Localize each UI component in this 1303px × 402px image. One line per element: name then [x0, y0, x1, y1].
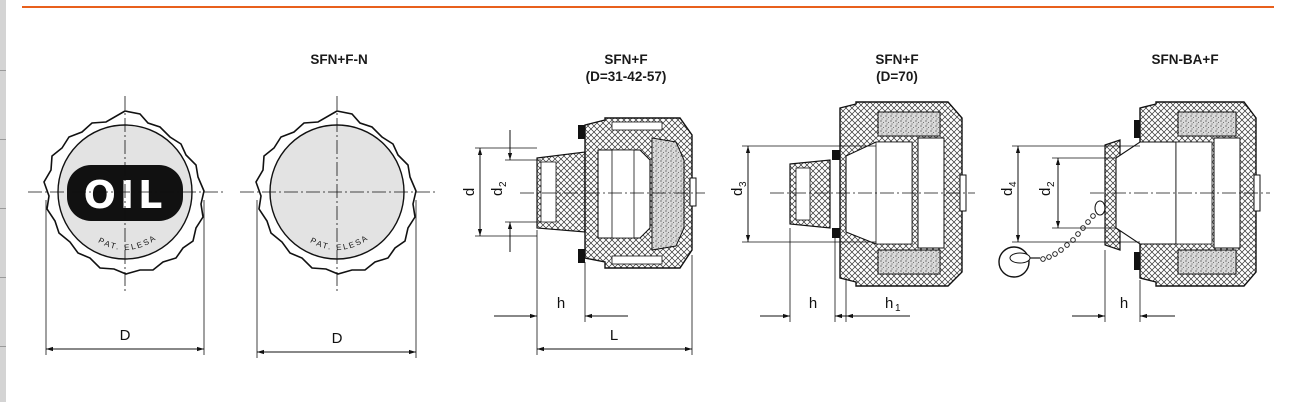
- dim-d2: d 2: [489, 181, 509, 196]
- variant-title-sfn-ba-f: SFN-BA+F: [1151, 52, 1219, 67]
- svg-text:2: 2: [1046, 181, 1057, 187]
- oil-text: OIL: [84, 173, 167, 217]
- rail-tick: [0, 277, 6, 278]
- dim-h: h: [1120, 295, 1128, 312]
- section-sfn-f-large: d 3 h h 1: [729, 101, 975, 322]
- dim-d3: d 3: [729, 181, 749, 196]
- variant-title-sfn-f-n: SFN+F-N: [310, 52, 368, 67]
- dim-D: D: [120, 327, 131, 344]
- variant-subtitle: (D=31-42-57): [585, 69, 667, 84]
- rail-tick: [0, 346, 6, 347]
- dim-D: D: [332, 330, 343, 347]
- left-rail: [0, 0, 6, 402]
- svg-text:d: d: [1037, 188, 1054, 196]
- dim-h: h: [557, 295, 565, 312]
- dim-d: d: [461, 188, 478, 196]
- dim-L: L: [610, 327, 618, 344]
- cap-plain-top-view: PAT. ELESA D: [240, 96, 437, 358]
- dim-h1: h 1: [885, 295, 901, 314]
- section-sfn-ba-f: d 4 d 2 h: [998, 101, 1270, 322]
- dim-d4: d 4: [999, 181, 1019, 196]
- variant-title: SFN+F: [875, 52, 919, 67]
- retaining-chain: [998, 200, 1106, 278]
- svg-text:h: h: [885, 295, 893, 312]
- svg-text:2: 2: [498, 181, 509, 187]
- variant-title-sfn-f-large: SFN+F (D=70): [875, 51, 918, 85]
- cap-oil-top-view: OIL PAT. ELESA D: [28, 96, 225, 355]
- dim-d2: d 2: [1037, 181, 1057, 196]
- header-accent-rule: [22, 6, 1274, 8]
- svg-text:d: d: [999, 188, 1016, 196]
- svg-text:4: 4: [1008, 181, 1019, 187]
- variant-title: SFN+F: [604, 52, 648, 67]
- dim-h: h: [809, 295, 817, 312]
- rail-tick: [0, 139, 6, 140]
- svg-text:3: 3: [738, 181, 749, 187]
- rail-tick: [0, 70, 6, 71]
- svg-text:d: d: [489, 188, 506, 196]
- section-sfn-f-small: d d 2 h L: [461, 117, 705, 355]
- svg-text:1: 1: [895, 303, 901, 314]
- variant-title-sfn-f-small: SFN+F (D=31-42-57): [586, 51, 667, 85]
- svg-text:d: d: [729, 188, 746, 196]
- rail-tick: [0, 208, 6, 209]
- variant-subtitle: (D=70): [876, 69, 918, 84]
